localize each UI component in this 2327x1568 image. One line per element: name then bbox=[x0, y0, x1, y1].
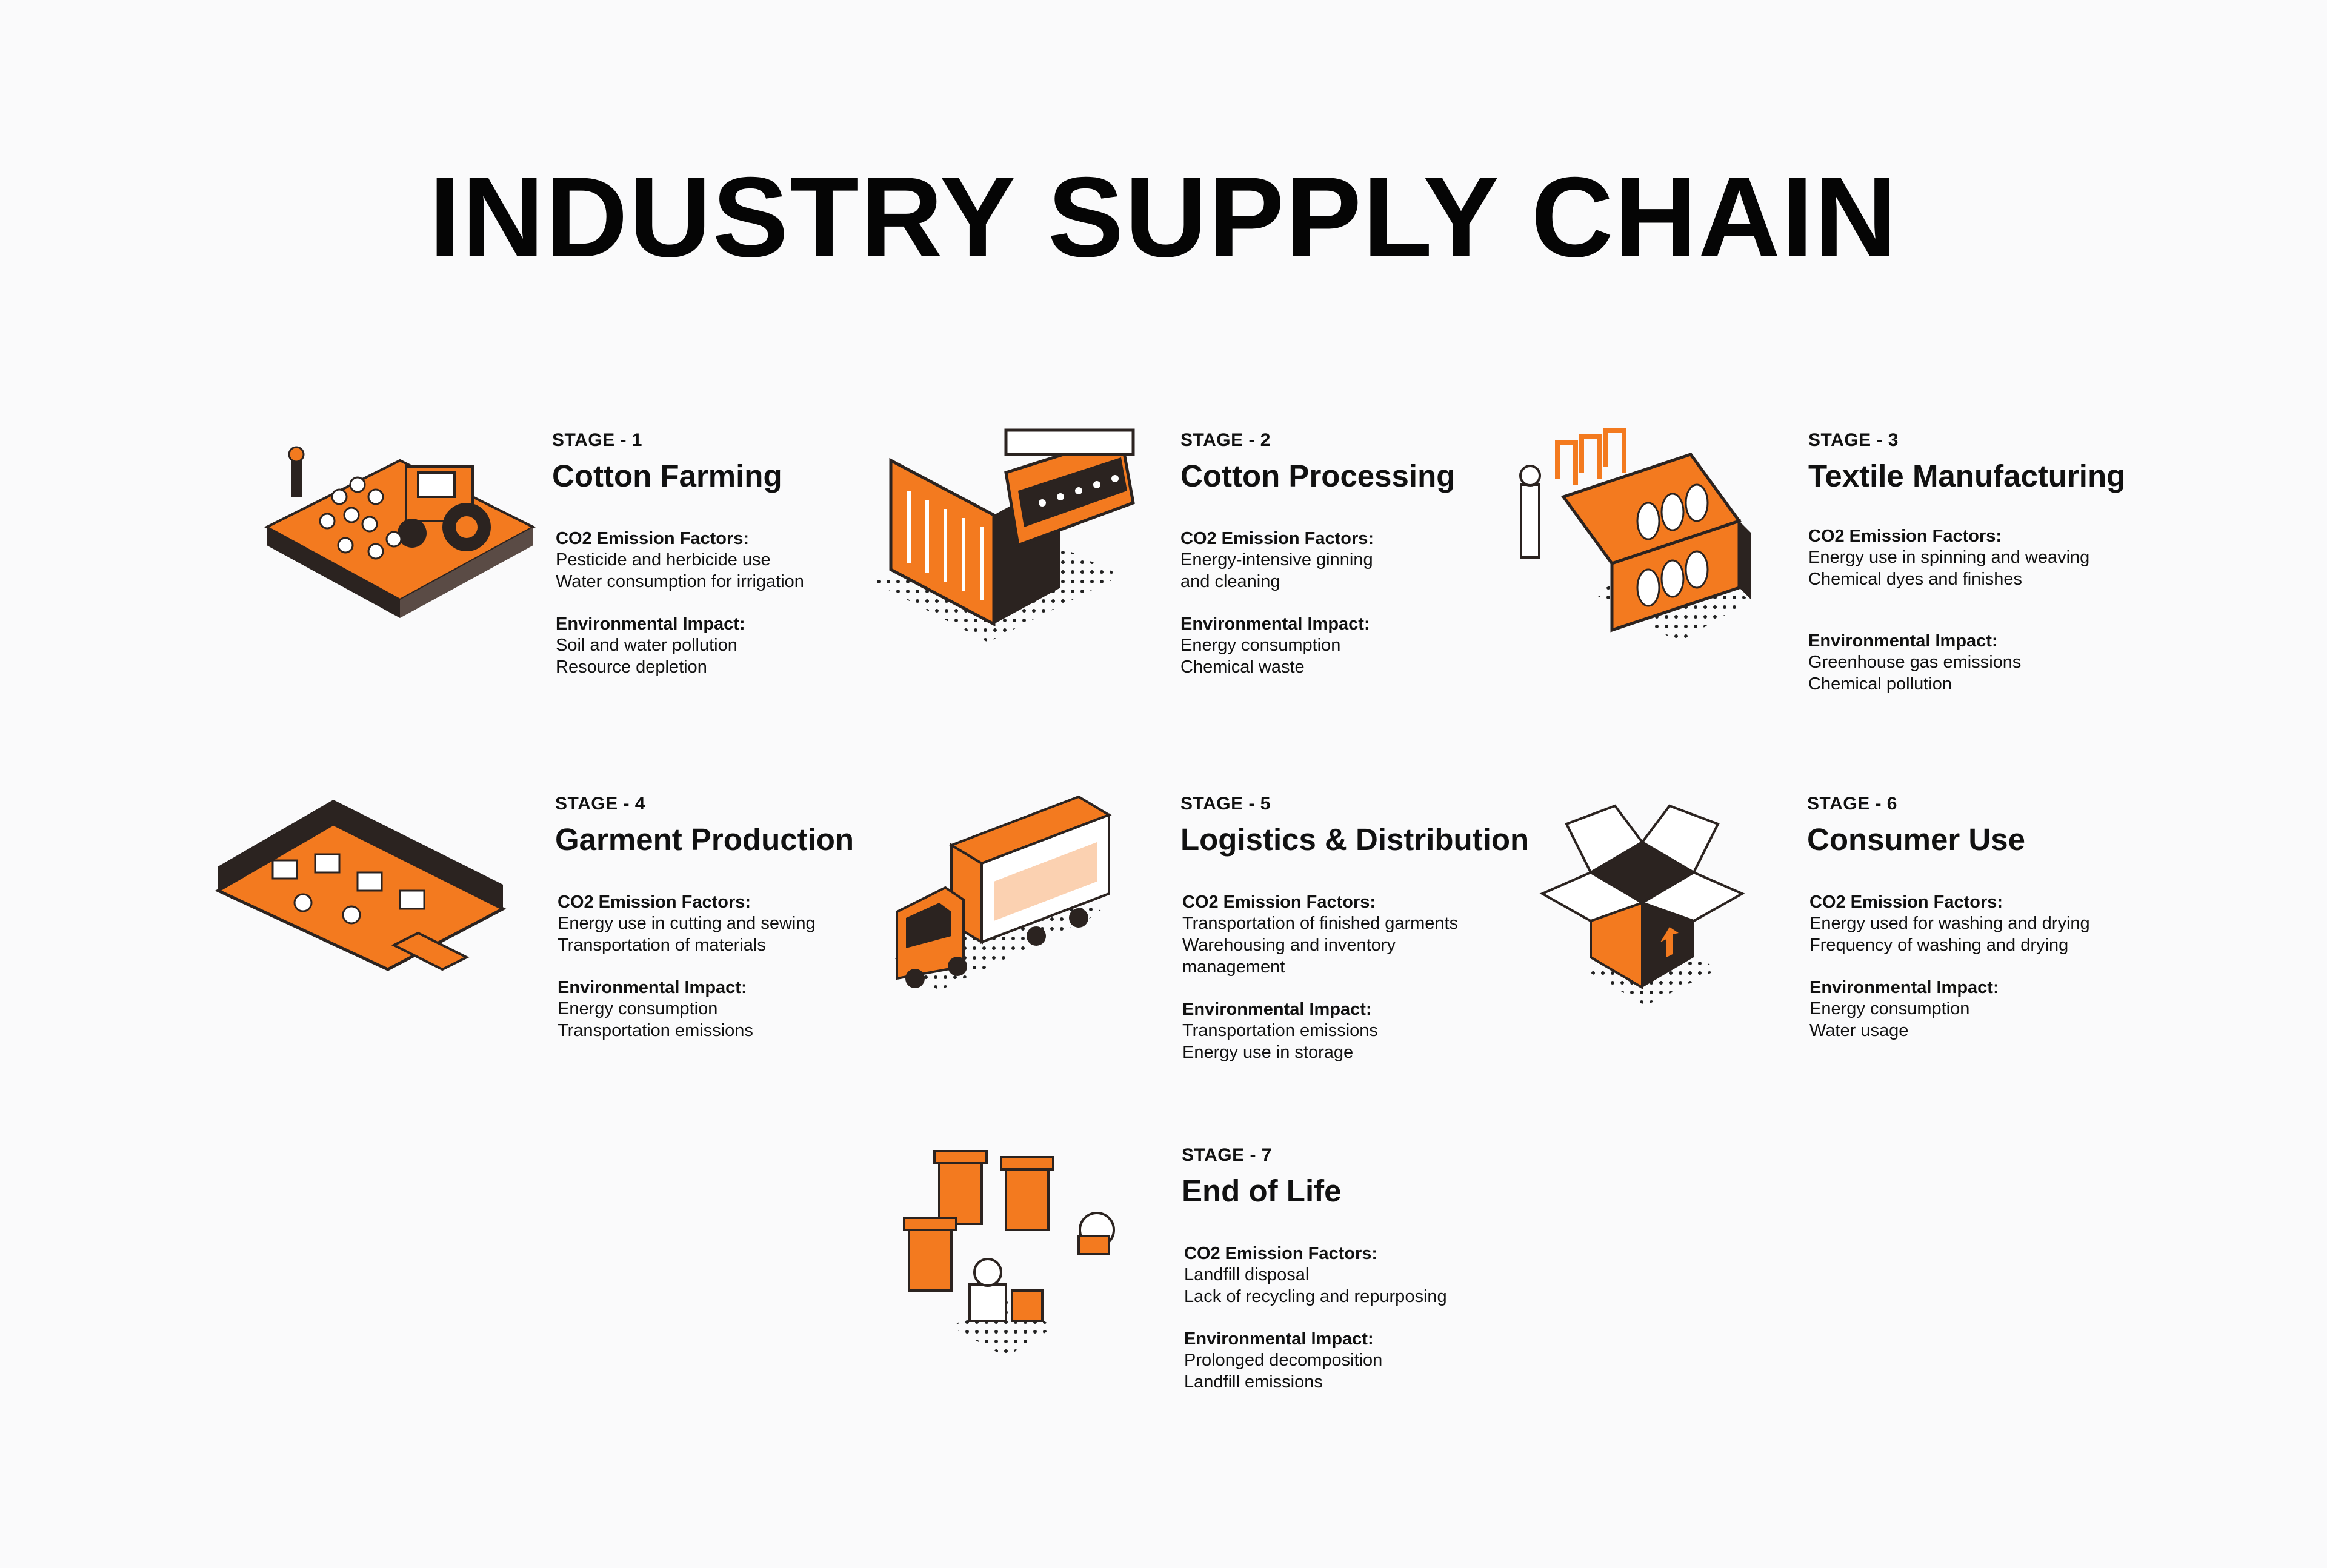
stage-3-card: STAGE - 3 Textile Manufacturing CO2 Emis… bbox=[1808, 430, 2327, 695]
co2-line: Energy used for washing and drying bbox=[1809, 914, 2090, 933]
impact-line: Energy use in storage bbox=[1182, 1043, 1354, 1062]
co2-line: Energy use in cutting and sewing bbox=[558, 914, 816, 933]
stage-name: Logistics & Distribution bbox=[1180, 822, 1530, 857]
co2-line: and cleaning bbox=[1180, 572, 1280, 591]
impact-line: Resource depletion bbox=[556, 657, 707, 677]
stage-label: STAGE - 6 bbox=[1807, 794, 1897, 814]
impact-line: Transportation emissions bbox=[558, 1021, 753, 1040]
co2-line: Chemical dyes and finishes bbox=[1808, 570, 2023, 589]
stage-name: End of Life bbox=[1182, 1174, 1342, 1208]
co2-heading: CO2 Emission Factors: bbox=[1809, 892, 2003, 912]
impact-heading: Environmental Impact: bbox=[1809, 978, 1999, 997]
co2-line: Frequency of washing and drying bbox=[1809, 935, 2069, 955]
stage-name: Garment Production bbox=[555, 822, 854, 857]
stage-name: Cotton Farming bbox=[552, 459, 782, 493]
ginning-machine-icon bbox=[867, 424, 1145, 648]
stage-name: Textile Manufacturing bbox=[1808, 459, 2126, 493]
impact-heading: Environmental Impact: bbox=[1808, 631, 1998, 651]
stage-7-card: STAGE - 7 End of Life CO2 Emission Facto… bbox=[1182, 1145, 1703, 1393]
stage-2-card: STAGE - 2 Cotton Processing CO2 Emission… bbox=[1180, 430, 1702, 678]
impact-heading: Environmental Impact: bbox=[556, 614, 745, 634]
impact-line: Prolonged decomposition bbox=[1184, 1350, 1383, 1370]
stage-name: Cotton Processing bbox=[1180, 459, 1456, 493]
impact-line: Chemical waste bbox=[1180, 657, 1305, 677]
stage-6-card: STAGE - 6 Consumer Use CO2 Emission Fact… bbox=[1807, 794, 2327, 1041]
stage-4-card: STAGE - 4 Garment Production CO2 Emissio… bbox=[555, 794, 1076, 1041]
stage-label: STAGE - 3 bbox=[1808, 430, 1899, 450]
farm-icon bbox=[255, 424, 545, 618]
impact-line: Chemical pollution bbox=[1808, 674, 1952, 694]
waste-bins-icon bbox=[897, 1145, 1139, 1363]
co2-heading: CO2 Emission Factors: bbox=[1808, 527, 2002, 546]
co2-line: management bbox=[1182, 957, 1285, 977]
impact-line: Water usage bbox=[1809, 1021, 1909, 1040]
truck-icon bbox=[885, 791, 1115, 997]
co2-line: Lack of recycling and repurposing bbox=[1184, 1287, 1447, 1306]
impact-heading: Environmental Impact: bbox=[1182, 1000, 1372, 1019]
stage-label: STAGE - 1 bbox=[552, 430, 642, 450]
stage-5-card: STAGE - 5 Logistics & Distribution CO2 E… bbox=[1180, 794, 1702, 1063]
stage-1-card: STAGE - 1 Cotton Farming CO2 Emission Fa… bbox=[552, 430, 1073, 678]
impact-line: Transportation emissions bbox=[1182, 1021, 1378, 1040]
textile-machine-icon bbox=[1509, 428, 1763, 648]
impact-line: Landfill emissions bbox=[1184, 1372, 1323, 1392]
impact-line: Greenhouse gas emissions bbox=[1808, 653, 2022, 672]
co2-line: Water consumption for irrigation bbox=[556, 572, 804, 591]
impact-heading: Environmental Impact: bbox=[1180, 614, 1370, 634]
page-title: INDUSTRY SUPPLY CHAIN bbox=[429, 153, 1898, 281]
factory-floor-icon bbox=[212, 788, 515, 975]
co2-line: Energy use in spinning and weaving bbox=[1808, 548, 2090, 567]
co2-heading: CO2 Emission Factors: bbox=[1182, 892, 1376, 912]
stage-name: Consumer Use bbox=[1807, 822, 2025, 857]
co2-heading: CO2 Emission Factors: bbox=[556, 529, 750, 548]
open-box-icon bbox=[1539, 804, 1745, 1012]
impact-line: Energy consumption bbox=[1180, 636, 1341, 655]
impact-line: Soil and water pollution bbox=[556, 636, 737, 655]
stage-label: STAGE - 2 bbox=[1180, 430, 1271, 450]
co2-line: Energy-intensive ginning bbox=[1180, 550, 1373, 570]
stage-label: STAGE - 7 bbox=[1182, 1145, 1272, 1165]
stage-label: STAGE - 5 bbox=[1180, 794, 1271, 814]
co2-line: Pesticide and herbicide use bbox=[556, 550, 771, 570]
impact-heading: Environmental Impact: bbox=[1184, 1329, 1374, 1349]
co2-line: Transportation of finished garments bbox=[1182, 914, 1459, 933]
co2-heading: CO2 Emission Factors: bbox=[1180, 529, 1374, 548]
impact-heading: Environmental Impact: bbox=[558, 978, 747, 997]
impact-line: Energy consumption bbox=[558, 999, 718, 1018]
impact-line: Energy consumption bbox=[1809, 999, 1970, 1018]
co2-heading: CO2 Emission Factors: bbox=[1184, 1244, 1378, 1263]
co2-line: Transportation of materials bbox=[558, 935, 766, 955]
stage-label: STAGE - 4 bbox=[555, 794, 645, 814]
co2-line: Landfill disposal bbox=[1184, 1265, 1310, 1284]
co2-line: Warehousing and inventory bbox=[1182, 935, 1396, 955]
co2-heading: CO2 Emission Factors: bbox=[558, 892, 751, 912]
